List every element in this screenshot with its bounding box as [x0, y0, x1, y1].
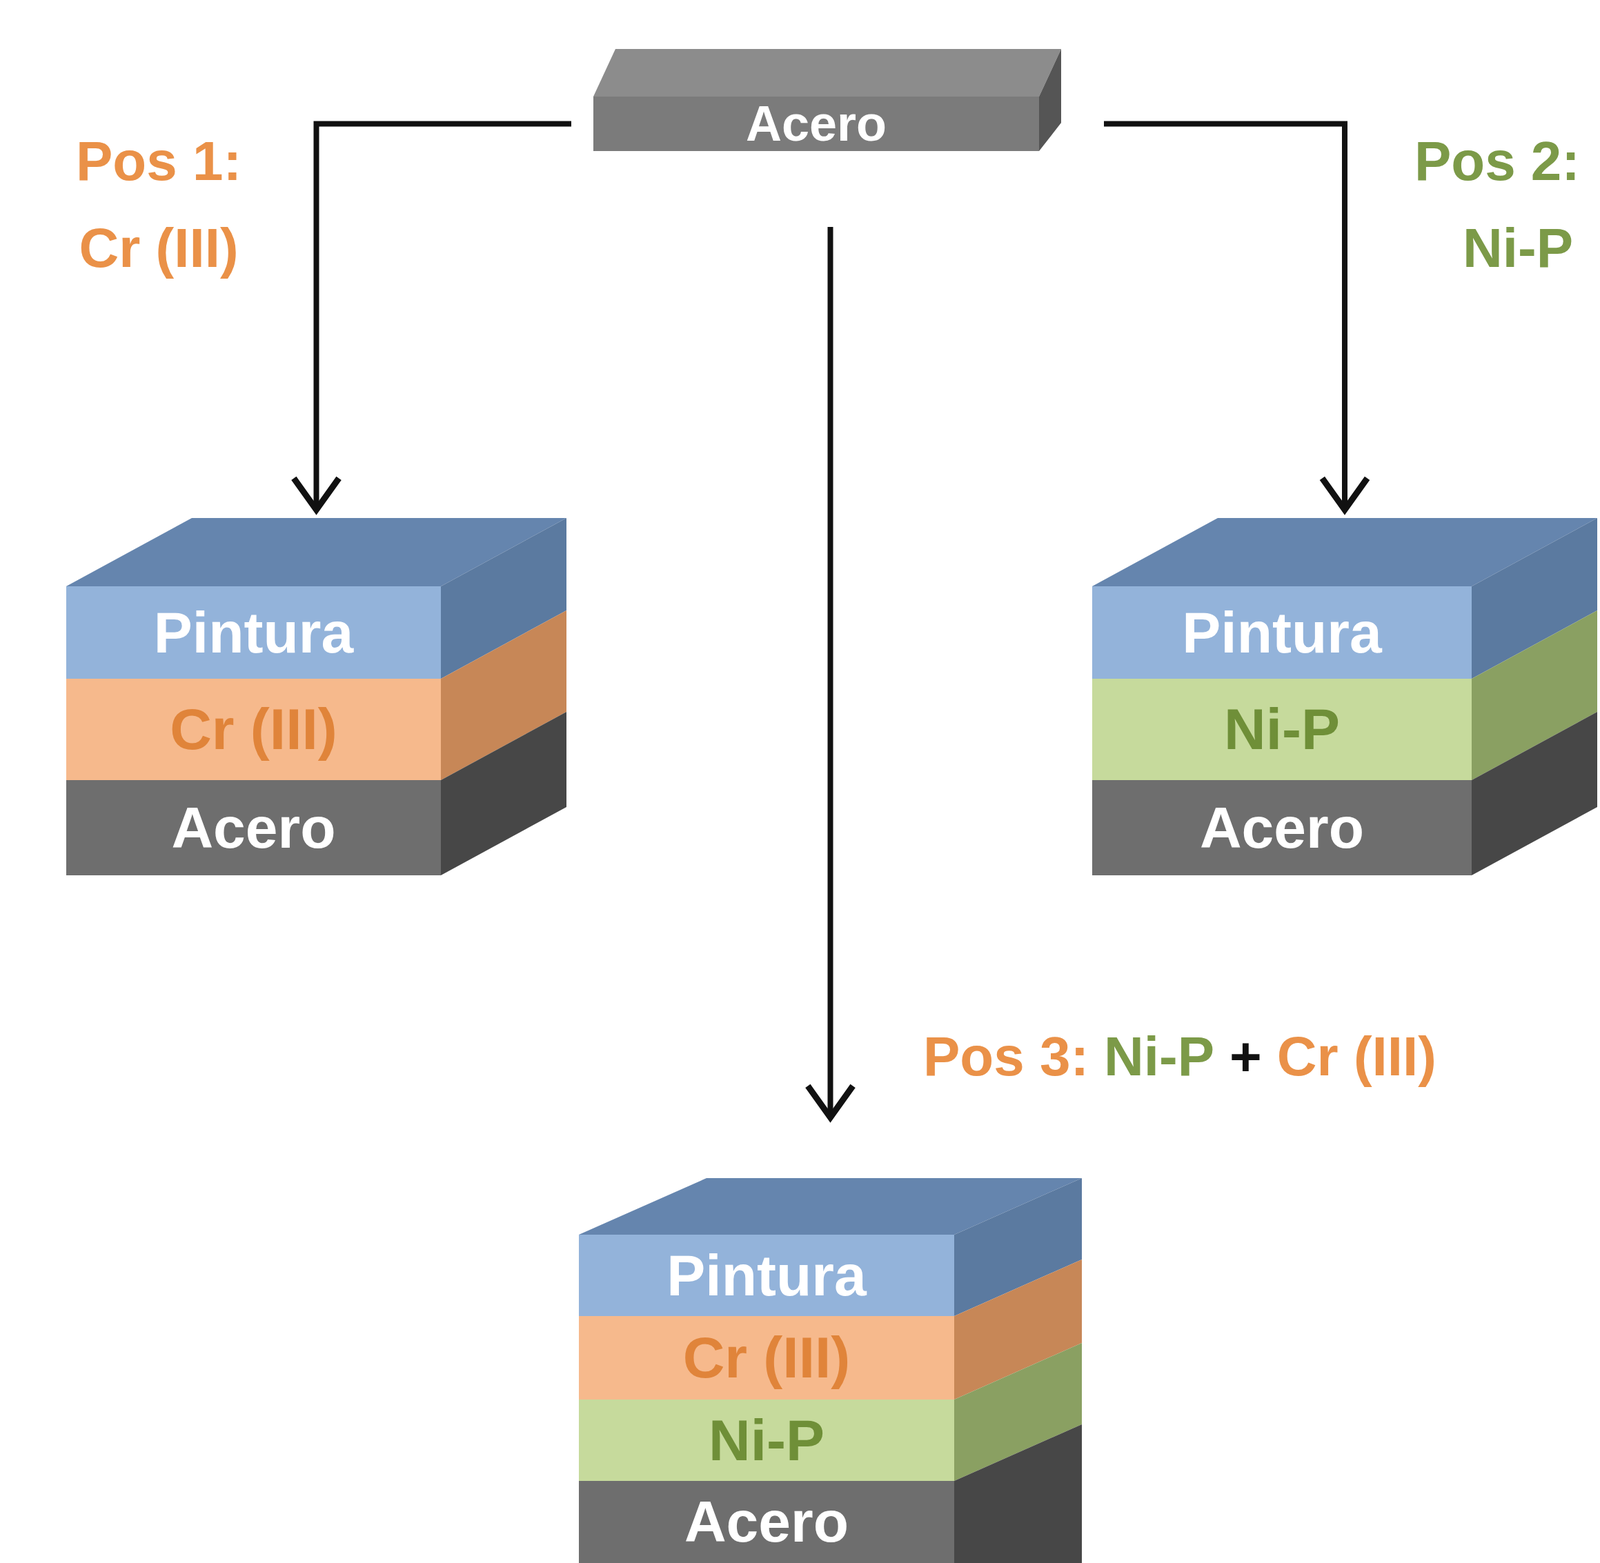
layer-band: Acero	[66, 780, 441, 876]
layer-name: Pintura	[666, 1245, 866, 1307]
layer-band: Pintura	[66, 586, 441, 679]
position-label: Cr (III)	[78, 218, 239, 279]
arrow-head	[1324, 480, 1366, 510]
layer-band: Acero	[1092, 780, 1472, 876]
layer-band: Cr (III)	[66, 678, 441, 781]
steel-bar: Acero	[593, 96, 1040, 152]
position-label: Pos 1:	[75, 131, 242, 192]
layer-band: Pintura	[578, 1235, 955, 1317]
position-label: Ni-P	[1103, 1026, 1215, 1088]
bar-side-face	[1039, 48, 1062, 152]
layer-name: Ni-P	[708, 1410, 825, 1471]
layer-band: Ni-P	[1092, 678, 1472, 781]
position-label: Ni-P	[1462, 218, 1574, 279]
position-label: Pos 3:	[923, 1026, 1089, 1088]
process-arrow	[295, 124, 572, 511]
arrow-head	[295, 480, 338, 510]
position-label: +	[1229, 1026, 1262, 1088]
layer-band: Ni-P	[578, 1399, 955, 1482]
layer-name: Cr (III)	[683, 1327, 851, 1389]
block-side-face	[954, 1424, 1082, 1563]
connector-line	[1103, 124, 1345, 511]
layer-name: Acero	[745, 100, 887, 147]
process-arrow	[810, 226, 852, 1118]
arrow-head	[810, 1088, 852, 1118]
layer-name: Acero	[1199, 796, 1365, 860]
connector-line	[827, 226, 834, 1118]
block-side-face	[440, 712, 567, 876]
layer-name: Acero	[684, 1491, 849, 1553]
block-side-face	[1471, 712, 1598, 876]
layer-band: Pintura	[1092, 586, 1472, 679]
position-label: Cr (III)	[1277, 1026, 1437, 1088]
process-arrow	[1103, 124, 1366, 511]
position-label: Pos 2:	[1414, 131, 1580, 192]
layer-name: Pintura	[153, 600, 354, 665]
layer-band: Acero	[578, 1481, 955, 1563]
layer-band: Cr (III)	[578, 1316, 955, 1400]
layer-name: Pintura	[1181, 600, 1382, 665]
layer-name: Cr (III)	[169, 697, 338, 762]
connector-line	[316, 124, 572, 511]
layer-name: Ni-P	[1223, 697, 1340, 762]
layer-name: Acero	[171, 796, 336, 860]
bar-top-face	[593, 48, 1062, 97]
